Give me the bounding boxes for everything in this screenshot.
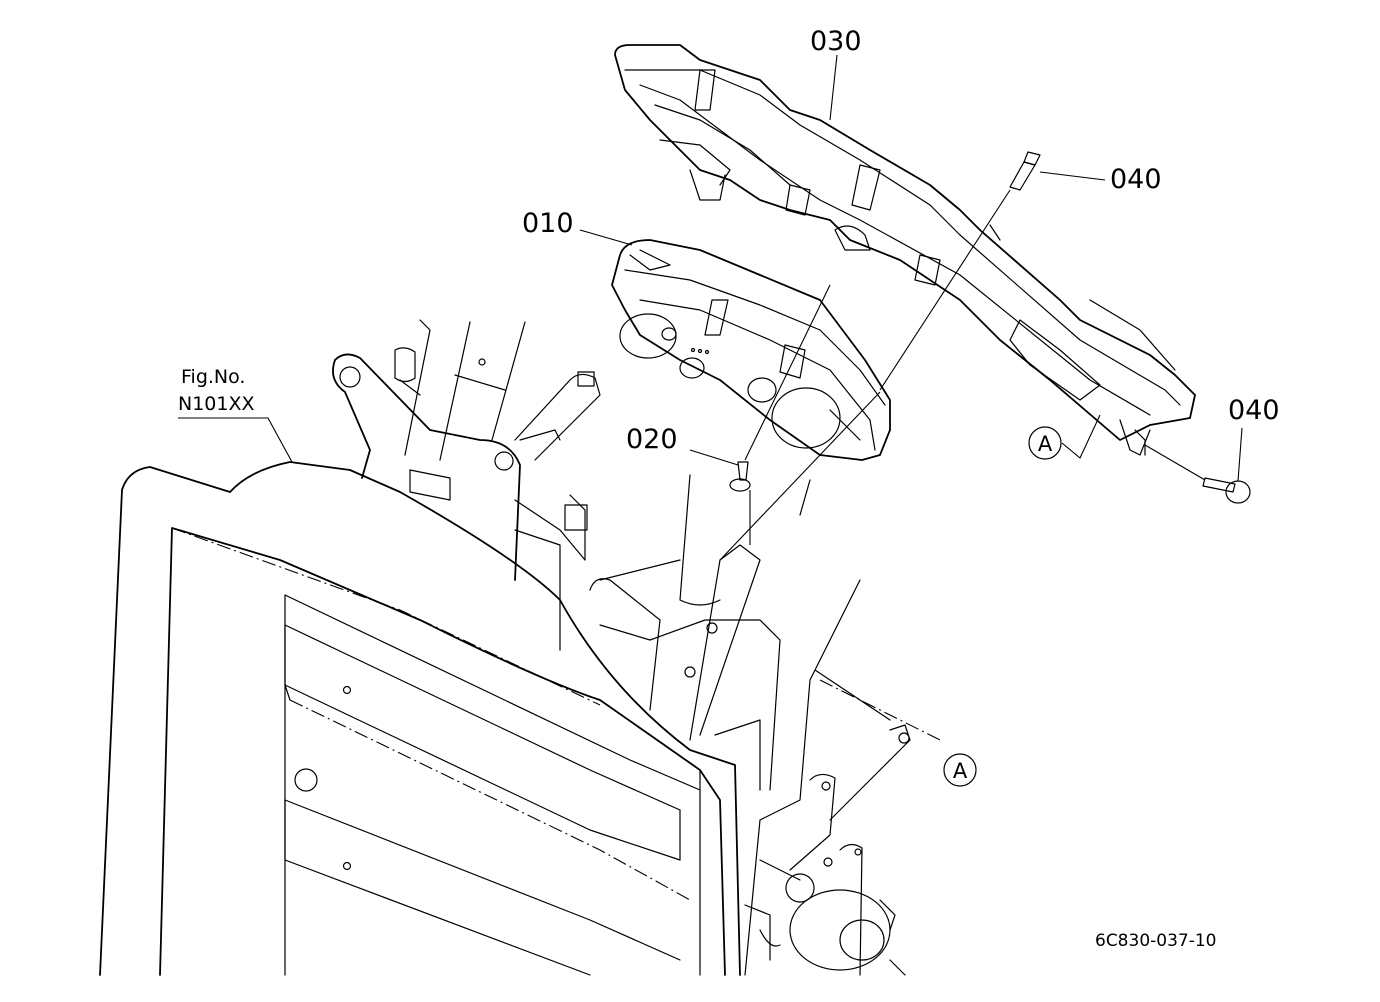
support-bracket xyxy=(332,319,811,791)
drawing-code: 6C830-037-10 xyxy=(1095,931,1216,951)
part-040-bolt-right xyxy=(1202,477,1251,504)
part-030-cover xyxy=(614,44,1196,456)
ref-marker-a-upper-label: A xyxy=(1038,432,1053,456)
callout-040-top: 040 xyxy=(1110,164,1162,195)
callout-020: 020 xyxy=(626,424,678,455)
fig-ref-line1: Fig.No. xyxy=(181,366,245,388)
ref-marker-a-upper: A xyxy=(1028,426,1062,460)
part-010-meter-panel xyxy=(611,239,891,461)
part-020-screw xyxy=(729,461,751,492)
part-040-bolt-top xyxy=(1009,151,1041,191)
lower-mechanism xyxy=(744,579,911,976)
hood-panel xyxy=(99,461,741,976)
callout-leaders xyxy=(178,54,1243,482)
ref-marker-a-lower-label: A xyxy=(953,759,968,783)
fig-ref-line2: N101XX xyxy=(178,393,255,415)
callout-040-right: 040 xyxy=(1228,395,1280,426)
callout-030: 030 xyxy=(810,26,862,57)
assembly-lines xyxy=(719,189,1206,741)
callout-010: 010 xyxy=(522,208,574,239)
ref-marker-a-lower: A xyxy=(943,753,977,787)
